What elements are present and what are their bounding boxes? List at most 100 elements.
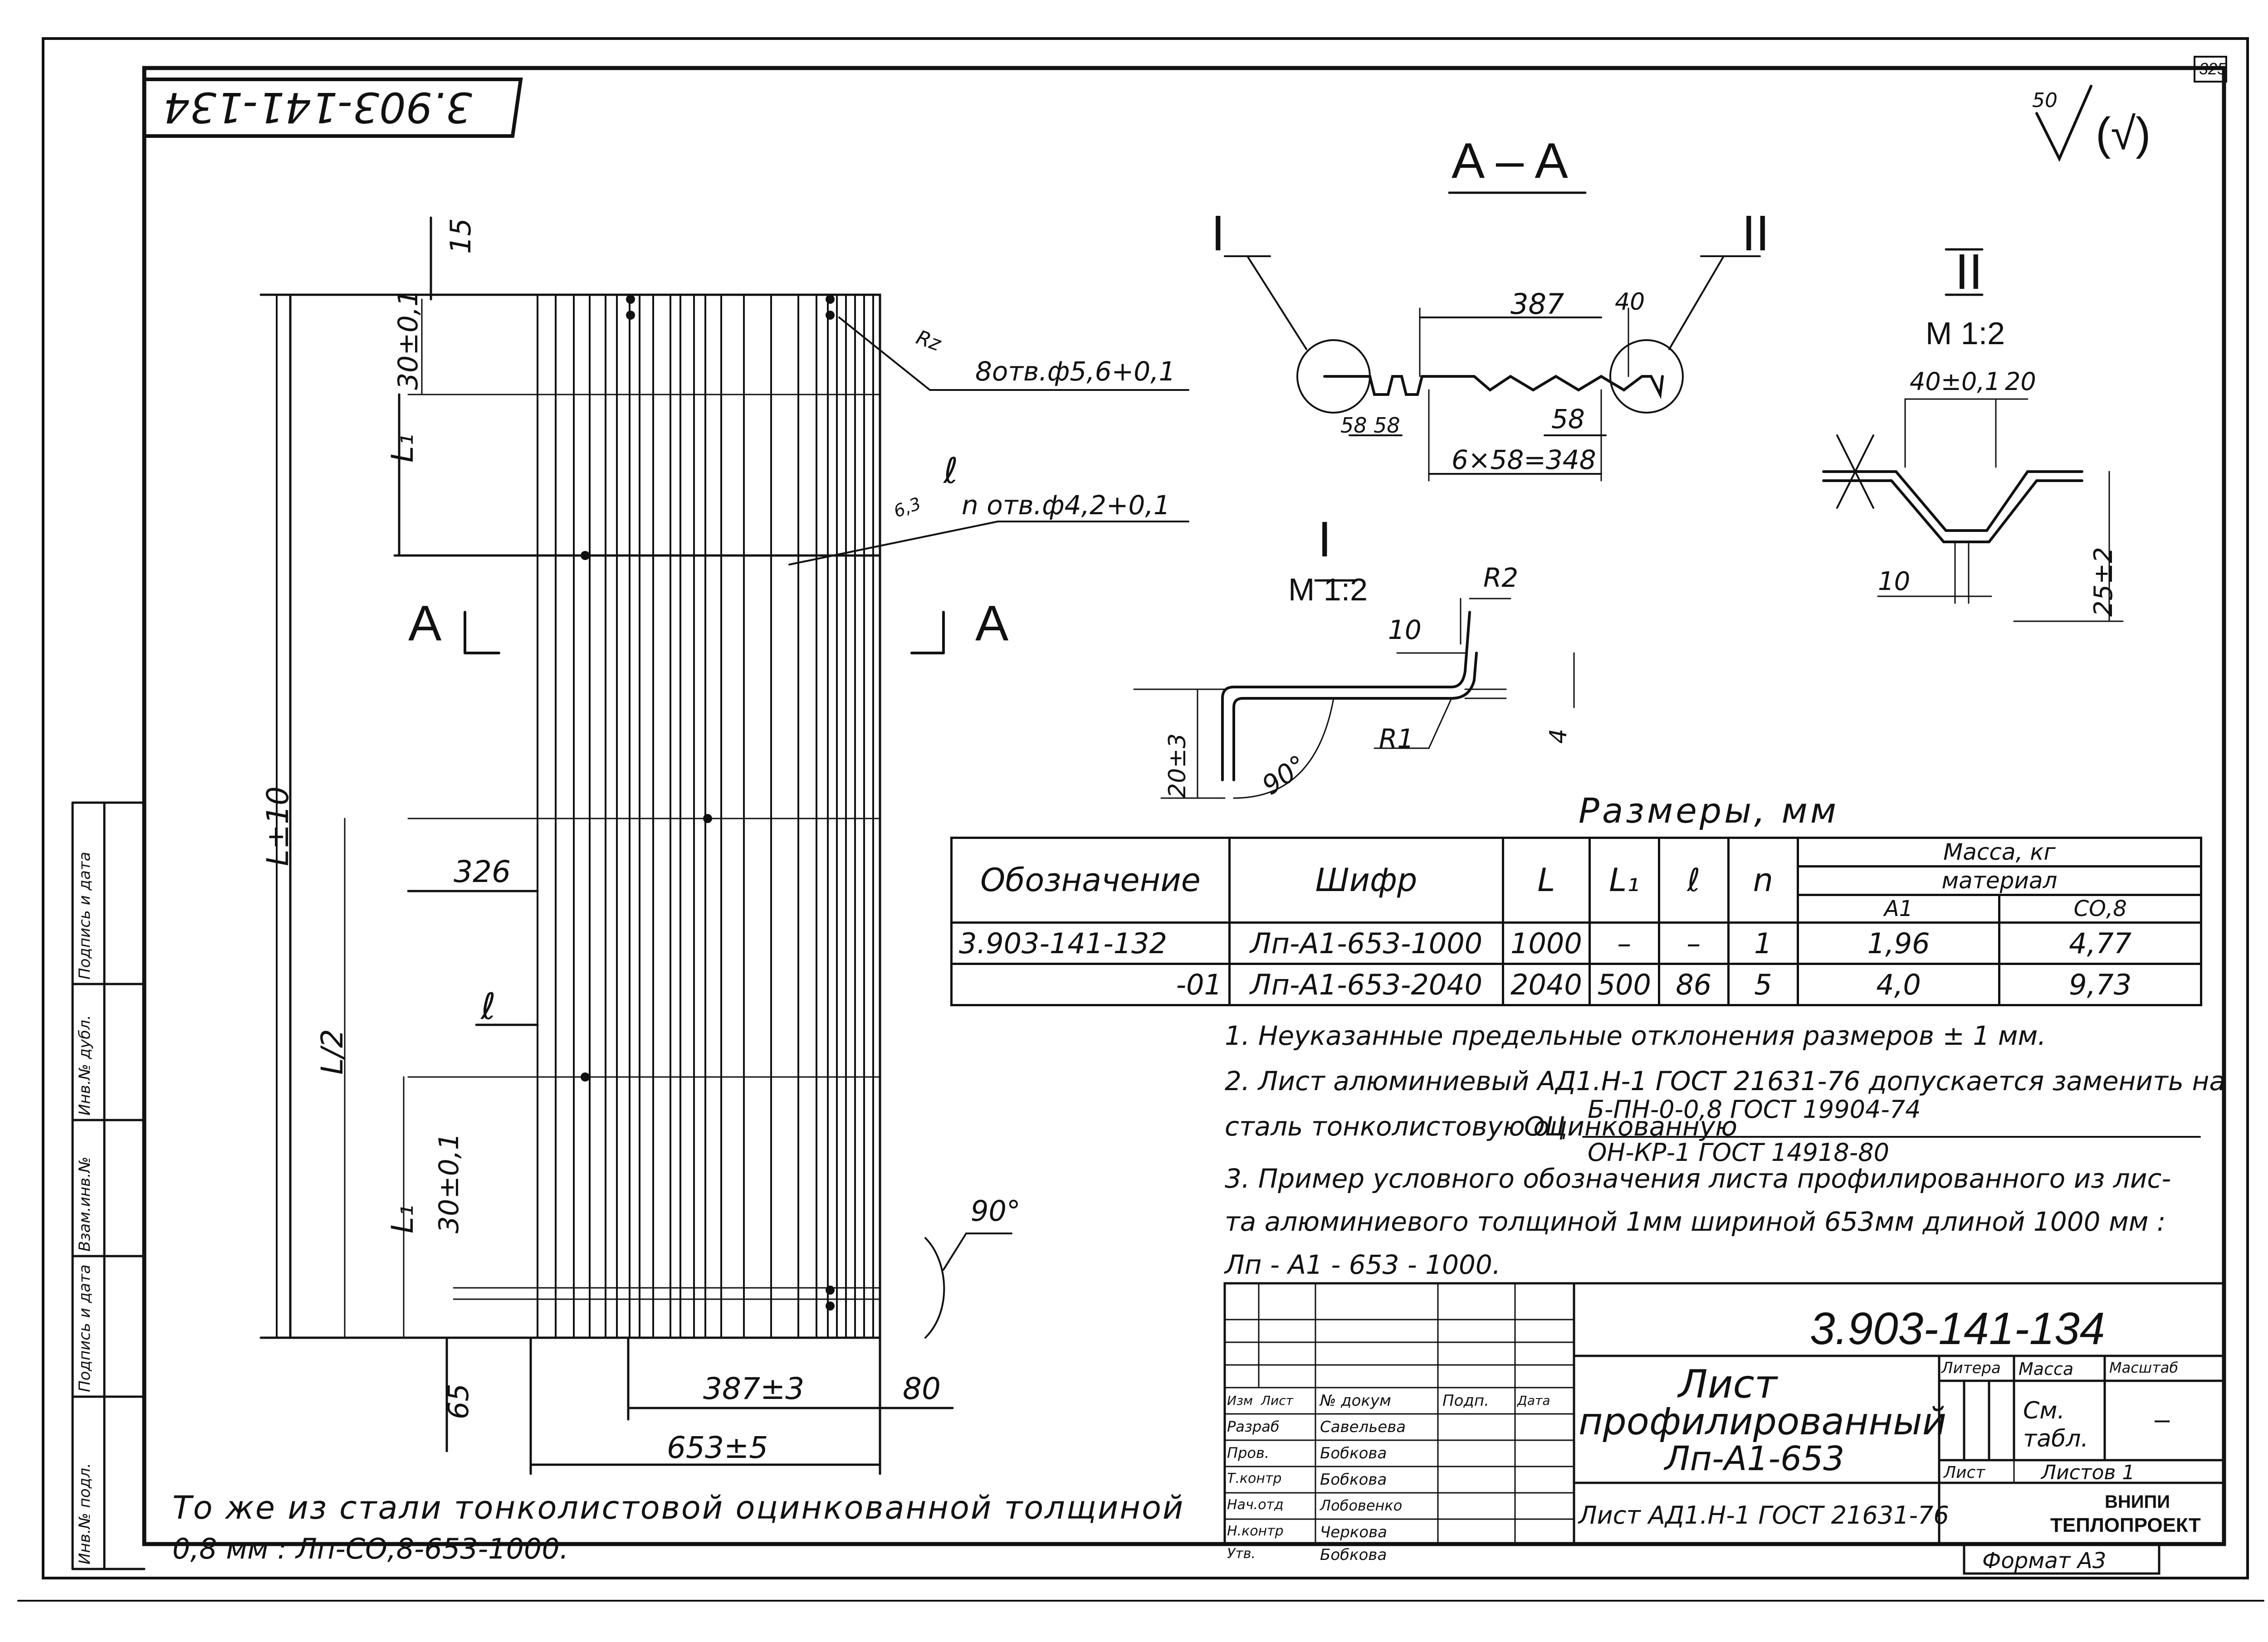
tb-name-2: Бобкова bbox=[1320, 1444, 1387, 1462]
section-marker-right: A bbox=[975, 595, 1009, 651]
th-mass: Масса, кг bbox=[1796, 837, 2203, 867]
table-row: -01 Лп-А1-653-2040 2040 500 86 5 4,0 9,7… bbox=[950, 963, 2202, 1006]
cell-co8: 9,73 bbox=[1998, 963, 2202, 1006]
table-caption: Размеры, мм bbox=[1579, 790, 1839, 831]
tb-mass: Масса bbox=[2019, 1359, 2074, 1379]
dim-l1-top: L₁ bbox=[385, 434, 420, 463]
th-co8: СО,8 bbox=[1998, 894, 2202, 924]
detail-ii-40: 40±0,1 bbox=[1910, 367, 2000, 396]
tb-name-1: Савельева bbox=[1320, 1418, 1406, 1436]
side-stamp-5: Подпись и дата bbox=[76, 852, 94, 979]
side-stamp-4: Инв.№ дубл. bbox=[76, 1015, 94, 1116]
note-1: 1. Неуказанные предельные отклонения раз… bbox=[1225, 1020, 2046, 1051]
roughness-check bbox=[2035, 85, 2092, 162]
th-n: n bbox=[1727, 837, 1799, 924]
dim-top: 15 bbox=[444, 218, 477, 254]
stamp-box bbox=[142, 78, 523, 138]
side-stamp-1: Инв.№ подл. bbox=[76, 1463, 94, 1564]
detail-i-20: 20±3 bbox=[1164, 733, 1191, 798]
tb-org-1: ВНИПИ bbox=[2105, 1492, 2170, 1512]
tb-col-date: Дата bbox=[1517, 1393, 1550, 1408]
footnote-line-2: 0,8 мм : Лп-СО,8-653-1000. bbox=[172, 1532, 569, 1565]
dim-half-length: L/2 bbox=[315, 1029, 350, 1075]
tb-name-4: Лобовенко bbox=[1320, 1497, 1403, 1514]
dim-387: 387±3 bbox=[703, 1371, 805, 1406]
tb-scale-value: – bbox=[2155, 1404, 2170, 1434]
cell-a1: 1,96 bbox=[1796, 921, 2001, 965]
dim-326: 326 bbox=[454, 854, 511, 889]
th-l: L bbox=[1502, 837, 1591, 924]
th-l-small: ℓ bbox=[1657, 837, 1730, 924]
note-3: 3. Пример условного обозначения листа пр… bbox=[1225, 1163, 2171, 1194]
section-aa-profile bbox=[1224, 191, 1761, 482]
side-stamp-2: Подпись и дата bbox=[76, 1264, 94, 1392]
table-row: 3.903-141-132 Лп-А1-653-1000 1000 – – 1 … bbox=[950, 921, 2202, 965]
page-number-box bbox=[2194, 56, 2227, 83]
note-3-cont: та алюминиевого толщиной 1мм шириной 653… bbox=[1225, 1206, 2166, 1237]
detail-ii-scale: М 1:2 bbox=[1926, 316, 2005, 351]
title-line-2: профилированный bbox=[1579, 1400, 1946, 1443]
th-a1: А1 bbox=[1796, 894, 2001, 924]
th-designation: Обозначение bbox=[950, 837, 1231, 924]
tb-role-6: Утв. bbox=[1227, 1546, 1256, 1562]
title-block-frame bbox=[1223, 1282, 2225, 1545]
hole-note-2-l: ℓ bbox=[943, 451, 958, 492]
note-3-example: Лп - А1 - 653 - 1000. bbox=[1225, 1249, 1501, 1280]
cell-code: Лп-А1-653-1000 bbox=[1228, 921, 1504, 965]
callout-i: I bbox=[1211, 205, 1225, 261]
dim-80: 80 bbox=[903, 1371, 941, 1406]
note-2-denominator: ОН-КР-1 ГОСТ 14918-80 bbox=[1588, 1138, 1889, 1167]
title-line-1: Лист bbox=[1678, 1362, 1777, 1407]
title-designation: 3.903-141-134 bbox=[1810, 1303, 2105, 1354]
cell-l-small: – bbox=[1657, 921, 1730, 965]
aa-dim-6x58: 6×58=348 bbox=[1452, 444, 1596, 475]
hole-note-2: n отв.ф4,2+0,1 bbox=[962, 490, 1170, 521]
th-l1: L₁ bbox=[1588, 837, 1660, 924]
aa-dim-40: 40 bbox=[1615, 288, 1645, 316]
dim-l1-bottom: L₁ bbox=[385, 1204, 420, 1233]
note-2-numerator: Б-ПН-0-0,8 ГОСТ 19904-74 bbox=[1588, 1095, 1921, 1124]
th-material: материал bbox=[1796, 865, 2203, 896]
note-2-cont: сталь тонколистовую оцинкованную bbox=[1225, 1111, 1738, 1142]
cell-l-small: 86 bbox=[1657, 963, 1730, 1006]
cell-n: 1 bbox=[1727, 921, 1799, 965]
cell-l: 1000 bbox=[1502, 921, 1591, 965]
cell-a1: 4,0 bbox=[1796, 963, 2001, 1006]
roughness-symbol: (√) bbox=[2096, 108, 2151, 159]
tb-org-2: ТЕПЛОПРОЕКТ bbox=[2050, 1514, 2201, 1536]
tb-sheet: Лист bbox=[1944, 1463, 1985, 1482]
tb-role-5: Н.контр bbox=[1227, 1523, 1284, 1539]
title-material: Лист АД1.Н-1 ГОСТ 21631-76 bbox=[1579, 1501, 1949, 1530]
spec-table: Обозначение Шифр L L₁ ℓ n Масса, кг мате… bbox=[950, 837, 2203, 1006]
section-marker-left: A bbox=[408, 595, 442, 651]
detail-i-r2: R2 bbox=[1483, 562, 1519, 593]
dim-30-top: 30±0,1 bbox=[392, 289, 424, 390]
cell-co8: 4,77 bbox=[1998, 921, 2202, 965]
tb-col-izm: Изм bbox=[1227, 1393, 1253, 1408]
aa-dim-58: 58 bbox=[1551, 404, 1585, 434]
tb-role-2: Пров. bbox=[1227, 1444, 1269, 1462]
cell-l: 2040 bbox=[1502, 963, 1591, 1006]
cell-l1: – bbox=[1588, 921, 1660, 965]
detail-ii-25: 25±2 bbox=[2089, 547, 2118, 617]
sheet-front-view bbox=[259, 216, 1189, 1475]
th-code: Шифр bbox=[1228, 837, 1504, 924]
angle-90: 90° bbox=[971, 1194, 1021, 1228]
tb-col-list: Лист bbox=[1261, 1393, 1293, 1408]
dim-30-bottom: 30±0,1 bbox=[433, 1132, 465, 1233]
callout-ii: II bbox=[1742, 205, 1770, 261]
detail-ii-profile bbox=[1822, 248, 2124, 622]
tb-role-4: Нач.отд bbox=[1227, 1497, 1284, 1513]
detail-ii-10: 10 bbox=[1878, 567, 1911, 596]
tb-sheets: Листов 1 bbox=[2041, 1461, 2135, 1484]
detail-i-10: 10 bbox=[1388, 614, 1422, 645]
detail-ii-20: 20 bbox=[2005, 367, 2036, 396]
detail-i-label: I bbox=[1318, 512, 1332, 567]
cell-code: Лп-А1-653-2040 bbox=[1228, 963, 1504, 1006]
inner-frame bbox=[142, 66, 2226, 1546]
detail-i-r1: R1 bbox=[1379, 723, 1414, 754]
note-2: 2. Лист алюминиевый АД1.Н-1 ГОСТ 21631-7… bbox=[1225, 1066, 2225, 1096]
outer-frame bbox=[42, 37, 2249, 1579]
aa-dim-58-58: 58 58 bbox=[1340, 413, 1400, 438]
dim-l: ℓ bbox=[481, 985, 496, 1028]
